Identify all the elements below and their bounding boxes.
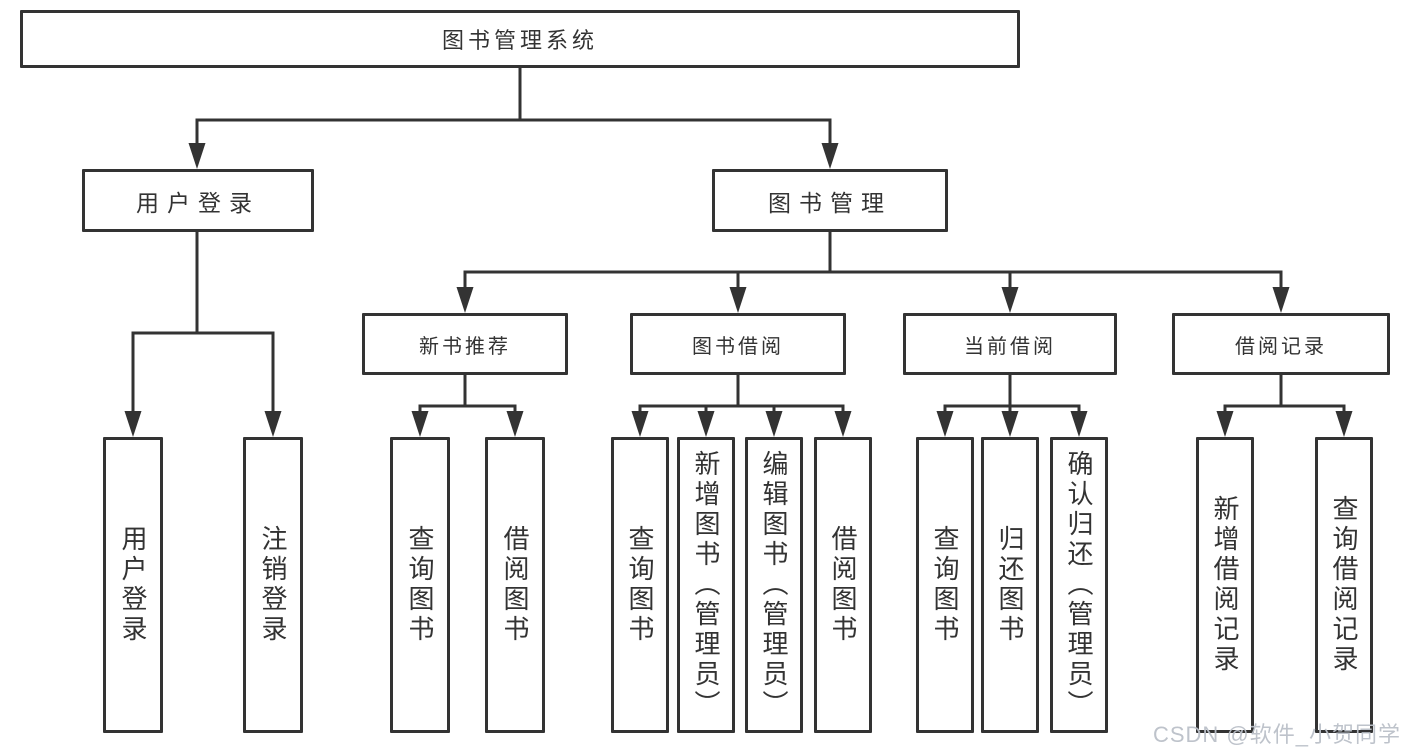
node-borrow-books: 借阅图书 (814, 437, 872, 733)
csdn-watermark: CSDN @软件_小贺同学 (1152, 722, 1401, 747)
node-add-books-admin: 新增图书（管理员） (677, 437, 735, 733)
node-borrow-books-recommend: 借阅图书 (485, 437, 545, 733)
node-query-books-current: 查询图书 (916, 437, 974, 733)
node-query-borrow-record: 查询借阅记录 (1315, 437, 1373, 733)
node-return-books: 归还图书 (981, 437, 1039, 733)
node-borrowing-records: 借阅记录 (1172, 313, 1390, 375)
node-add-borrow-record: 新增借阅记录 (1196, 437, 1254, 733)
node-new-book-recommend: 新书推荐 (362, 313, 568, 375)
node-confirm-return-admin: 确认归还（管理员） (1050, 437, 1108, 733)
node-user-login-group: 用户登录 (82, 169, 314, 232)
node-logout: 注销登录 (243, 437, 303, 733)
node-current-borrowing: 当前借阅 (903, 313, 1117, 375)
node-edit-books-admin: 编辑图书（管理员） (745, 437, 803, 733)
node-query-books-borrow: 查询图书 (611, 437, 669, 733)
node-book-borrowing: 图书借阅 (630, 313, 846, 375)
arrowheads (124, 143, 1353, 437)
node-library-system: 图书管理系统 (20, 10, 1020, 68)
node-query-books-recommend: 查询图书 (390, 437, 450, 733)
node-book-management: 图书管理 (712, 169, 948, 232)
node-user-login: 用户登录 (103, 437, 163, 733)
